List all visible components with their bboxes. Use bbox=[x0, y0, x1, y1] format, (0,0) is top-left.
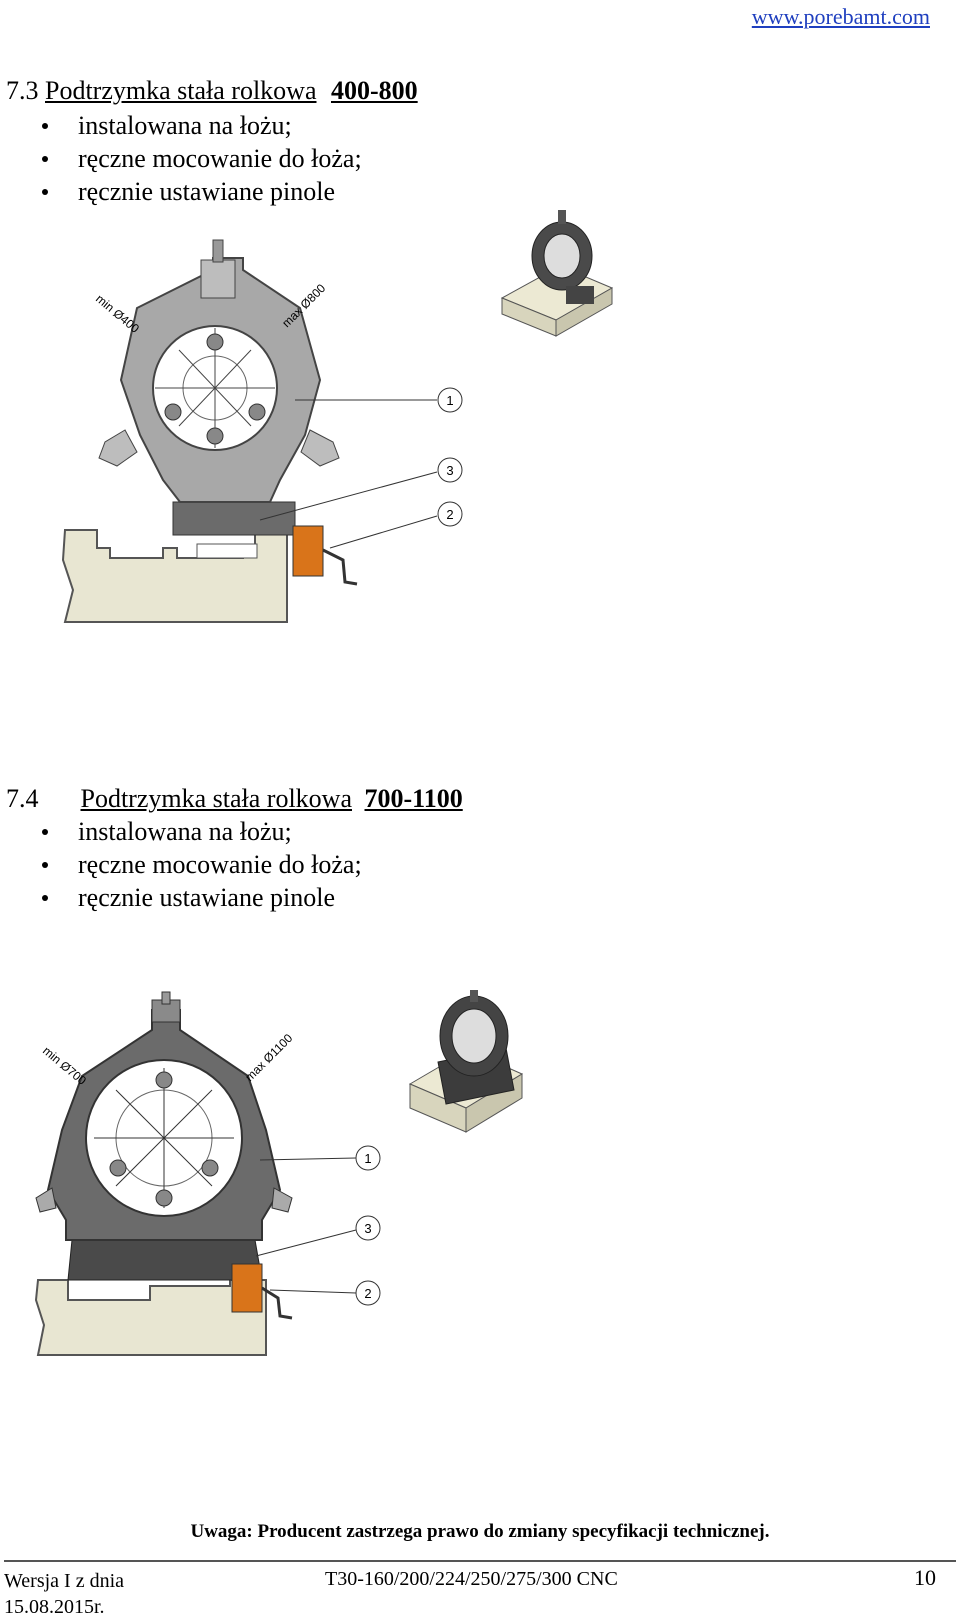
callout-1 bbox=[355, 1145, 381, 1171]
callout-2 bbox=[355, 1280, 381, 1306]
top-pinole-screw bbox=[212, 239, 224, 263]
callout-2 bbox=[437, 501, 463, 527]
callout-1 bbox=[437, 387, 463, 413]
roller bbox=[206, 333, 224, 351]
section-7-3-heading: 7.3 Podtrzymka stała rolkowa 400-800 bbox=[6, 76, 418, 106]
leader-line bbox=[259, 471, 438, 521]
clamp-handle bbox=[261, 1286, 293, 1320]
disclaimer-note: Uwaga: Producent zastrzega prawo do zmia… bbox=[190, 1521, 770, 1542]
footer-version-date: 15.08.2015r. bbox=[4, 1596, 105, 1618]
bullet-item: ręcznie ustawiane pinole bbox=[40, 881, 362, 914]
leader-line bbox=[269, 1289, 357, 1294]
steady-rest-700-1100-isometric bbox=[408, 990, 524, 1133]
roller bbox=[109, 1159, 127, 1177]
callout-label: 1 bbox=[446, 393, 453, 408]
steady-rest-400-800-drawing: min Ø400 max Ø800 1 3 2 bbox=[61, 239, 463, 623]
website-link[interactable]: www.porebamt.com bbox=[751, 4, 930, 29]
section-number: 7.4 bbox=[6, 784, 39, 813]
leader-line bbox=[259, 1157, 357, 1161]
steady-rest-400-800-isometric bbox=[500, 210, 614, 337]
bed-slot bbox=[196, 543, 258, 559]
section-number: 7.3 bbox=[6, 76, 39, 105]
clamp-unit bbox=[292, 525, 324, 577]
roller bbox=[201, 1159, 219, 1177]
footer-divider bbox=[4, 1560, 956, 1562]
right-pinole bbox=[271, 1187, 293, 1213]
leader-line bbox=[329, 515, 438, 549]
footer-model: T30-160/200/224/250/275/300 CNC bbox=[325, 1568, 618, 1590]
top-pinole bbox=[200, 259, 236, 299]
iso-bore bbox=[543, 233, 581, 279]
callout-label: 2 bbox=[364, 1286, 371, 1301]
callout-3 bbox=[355, 1215, 381, 1241]
iso-base bbox=[566, 286, 594, 304]
page-number: 10 bbox=[914, 1565, 936, 1590]
bullet-item: instalowana na łożu; bbox=[40, 109, 362, 142]
section-title: Podtrzymka stała rolkowa bbox=[45, 76, 317, 105]
footer-version: Wersja I z dnia 15.08.2015r. bbox=[4, 1568, 124, 1620]
section-7-4-bullets: instalowana na łożu; ręczne mocowanie do… bbox=[40, 815, 362, 914]
min-diameter-label: min Ø700 bbox=[40, 1044, 89, 1088]
base-block bbox=[172, 501, 296, 536]
iso-bore bbox=[451, 1008, 497, 1064]
left-pinole bbox=[35, 1187, 57, 1213]
callout-label: 3 bbox=[446, 463, 453, 478]
section-title: Podtrzymka stała rolkowa bbox=[80, 784, 353, 813]
section-range: 700-1100 bbox=[364, 784, 463, 813]
callout-label: 1 bbox=[364, 1151, 371, 1166]
footer-version-line: Wersja I z dnia bbox=[4, 1570, 124, 1592]
bullet-item: ręcznie ustawiane pinole bbox=[40, 175, 362, 208]
max-diameter-label: max Ø1100 bbox=[242, 1031, 295, 1084]
section-7-4-heading: 7.4 Podtrzymka stała rolkowa 700-1100 bbox=[6, 784, 463, 814]
roller bbox=[206, 427, 224, 445]
clamp-unit bbox=[231, 1263, 263, 1313]
clamp-handle bbox=[322, 548, 358, 586]
right-pinole bbox=[300, 429, 340, 467]
top-pinole-screw bbox=[161, 991, 171, 1005]
centerline bbox=[178, 349, 252, 427]
roller bbox=[248, 403, 266, 421]
roller bbox=[164, 403, 182, 421]
iso-top-screw bbox=[470, 990, 478, 1002]
bullet-item: ręczne mocowanie do łoża; bbox=[40, 848, 362, 881]
steady-rest-700-1100-drawing: min Ø700 max Ø1100 1 3 2 bbox=[34, 991, 381, 1356]
roller bbox=[155, 1189, 173, 1207]
bullet-item: ręczne mocowanie do łoża; bbox=[40, 142, 362, 175]
callout-label: 3 bbox=[364, 1221, 371, 1236]
centerline bbox=[115, 1089, 213, 1187]
leader-line bbox=[255, 1229, 357, 1257]
callout-3 bbox=[437, 457, 463, 483]
iso-top-screw bbox=[558, 210, 566, 224]
section-range: 400-800 bbox=[331, 76, 418, 105]
section-7-3-bullets: instalowana na łożu; ręczne mocowanie do… bbox=[40, 109, 362, 208]
left-pinole bbox=[98, 429, 138, 467]
roller bbox=[155, 1071, 173, 1089]
bullet-item: instalowana na łożu; bbox=[40, 815, 362, 848]
callout-label: 2 bbox=[446, 507, 453, 522]
